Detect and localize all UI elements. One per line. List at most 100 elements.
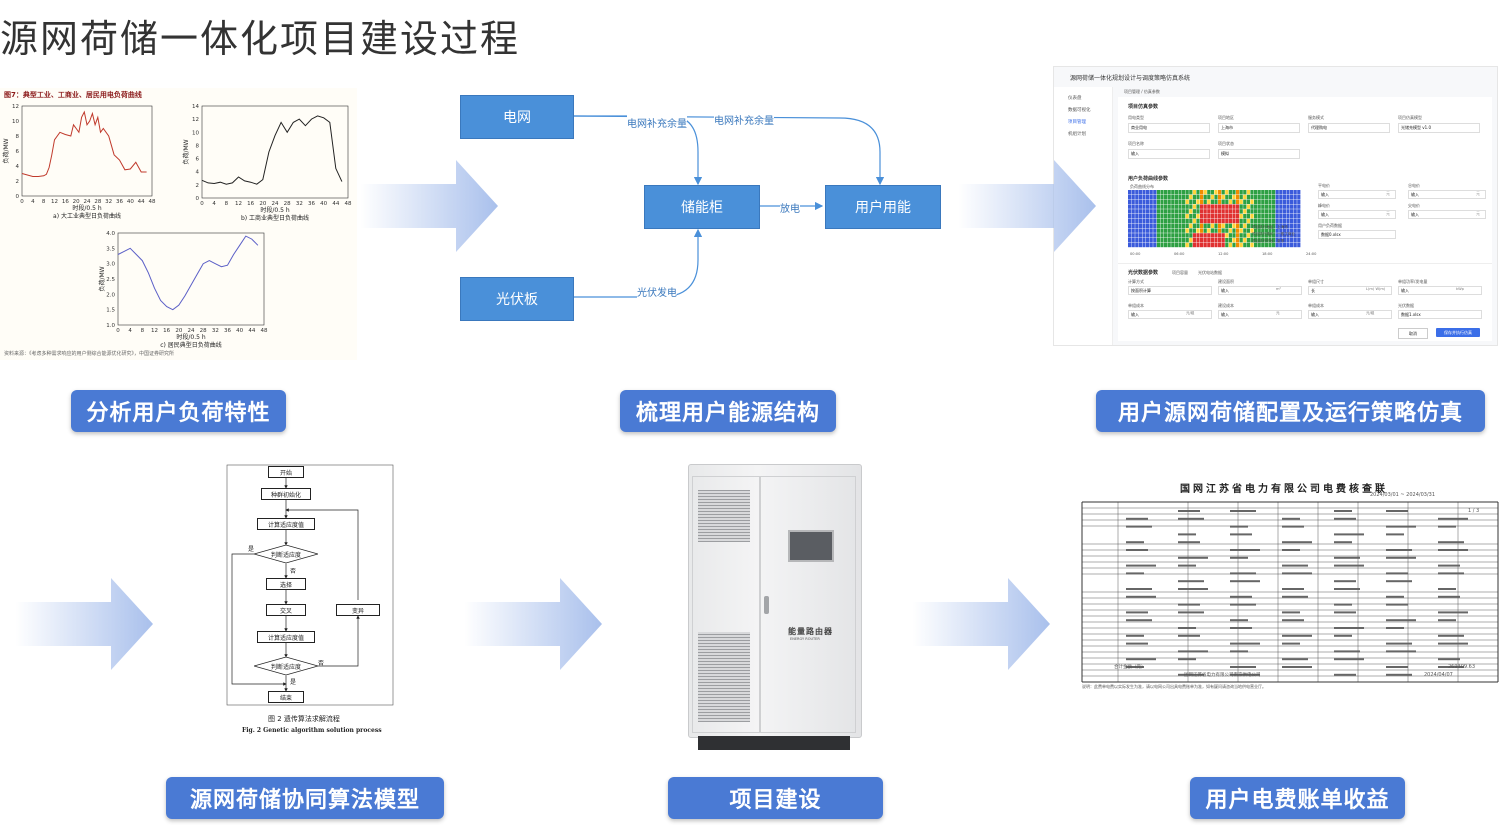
sim-side-input[interactable]: 数据0.xlsx <box>1318 230 1396 239</box>
heatmap-cell <box>1214 204 1218 209</box>
bill-value-mark <box>1386 673 1412 676</box>
heatmap-cell <box>1142 190 1146 195</box>
sim-cancel-button[interactable]: 取消 <box>1398 328 1428 339</box>
heatmap-cell <box>1218 214 1222 219</box>
sim-field-input[interactable]: 商业用电 <box>1128 123 1210 133</box>
sim-field-input[interactable]: 代理购电 <box>1308 123 1390 133</box>
x-tick-label: 12 <box>51 199 58 205</box>
heatmap-cell <box>1261 214 1265 219</box>
sim-pv-input[interactable]: 输入 <box>1218 310 1302 319</box>
bill-value-mark <box>1282 619 1304 622</box>
sim-pv-input[interactable]: 数据1.xlsx <box>1398 310 1482 319</box>
heatmap-cell <box>1275 194 1279 200</box>
step-label-energy-structure: 梳理用户能源结构 <box>620 390 836 432</box>
edge-grid-user-label: 电网补充余量 <box>714 112 774 127</box>
step-label-construction: 项目建设 <box>668 777 883 819</box>
heatmap-cell <box>1178 233 1182 238</box>
sim-pv-input[interactable]: 按面积计算 <box>1128 286 1212 295</box>
cabinet-brand-en: ENERGY ROUTER <box>790 637 820 641</box>
pv-tab[interactable]: 光伏电站数据 <box>1198 270 1222 275</box>
sim-pv-input[interactable]: 输入 <box>1128 310 1212 319</box>
bill-value-mark <box>1126 666 1144 668</box>
sim-side-input[interactable]: 输入 <box>1408 190 1486 199</box>
bill-value-mark <box>1230 595 1252 598</box>
heatmap-cell <box>1156 190 1160 195</box>
sim-breadcrumb: 项目管理 / 仿真参数 <box>1124 89 1160 94</box>
pv-tab[interactable]: 项目容量 <box>1172 270 1188 275</box>
sim-pv-input[interactable]: 输入 <box>1218 286 1302 295</box>
sim-nav-item[interactable]: 项目管理 <box>1068 120 1086 125</box>
sim-field-input[interactable]: 模拟 <box>1218 149 1300 159</box>
sim-pv-input[interactable]: 长 <box>1308 286 1392 295</box>
heatmap-cell <box>1171 218 1175 224</box>
heatmap-cell <box>1174 204 1178 209</box>
sim-pv-input[interactable]: 输入 <box>1398 286 1482 295</box>
heatmap-cell <box>1171 228 1175 233</box>
sim-side-input[interactable]: 输入 <box>1318 210 1396 219</box>
heatmap-cell <box>1131 242 1135 248</box>
heatmap-cell <box>1239 223 1243 228</box>
heatmap-cell <box>1128 190 1132 195</box>
sim-nav-item[interactable]: 数据可视化 <box>1068 108 1091 113</box>
heatmap-cell <box>1250 218 1254 224</box>
heatmap-cell <box>1214 214 1218 219</box>
heatmap-cell <box>1225 199 1229 204</box>
heatmap-cell <box>1142 242 1146 248</box>
heatmap-cell <box>1171 242 1175 248</box>
bill-value-mark <box>1282 634 1312 637</box>
x-tick-label: 32 <box>212 328 219 334</box>
heatmap-cell <box>1250 238 1254 243</box>
arrow-right-icon <box>958 160 1096 252</box>
heatmap-cell <box>1236 204 1240 209</box>
heatmap-cell <box>1279 214 1283 219</box>
bill-value-mark <box>1230 549 1260 551</box>
heatmap-cell <box>1250 228 1254 233</box>
heatmap-cell <box>1282 238 1286 243</box>
edge-pv-label: 光伏发电 <box>637 284 677 299</box>
sim-side-input[interactable]: 输入 <box>1318 190 1396 199</box>
heatmap-cell <box>1218 218 1222 224</box>
sim-field-input[interactable]: 输入 <box>1128 149 1210 159</box>
sim-section2: 用户负荷曲线参数 <box>1128 176 1169 182</box>
sim-nav-item[interactable]: 机组计划 <box>1068 132 1086 137</box>
bill-value-mark <box>1282 642 1300 645</box>
flowchart-step: 变异 <box>336 604 380 616</box>
sim-pv-unit: L(m) W(m) <box>1366 287 1386 291</box>
y-tick-label: 4.0 <box>106 231 115 237</box>
heatmap-cell <box>1257 228 1261 233</box>
sim-submit-button[interactable]: 保存并执行仿真 <box>1436 328 1480 337</box>
heatmap-cell <box>1142 233 1146 238</box>
heatmap-cell <box>1185 238 1189 243</box>
sim-pv-input[interactable]: 输入 <box>1308 310 1392 319</box>
y-tick-label: 1.0 <box>106 323 115 329</box>
heatmap-cell <box>1131 199 1135 204</box>
heatmap-cell <box>1128 218 1132 224</box>
heatmap-cell <box>1149 204 1153 209</box>
heatmap-cell <box>1257 223 1261 228</box>
heatmap-cell <box>1196 214 1200 219</box>
heatmap-cell <box>1275 223 1279 228</box>
bill-value-mark <box>1334 517 1356 520</box>
sim-pv-unit: m² <box>1276 287 1281 291</box>
sim-nav-item[interactable]: 仪表盘 <box>1068 96 1082 101</box>
heatmap-cell <box>1254 242 1258 248</box>
sim-field-input[interactable]: 光储充模型 v1.0 <box>1398 123 1480 133</box>
heatmap-cell <box>1261 233 1265 238</box>
simulator-panel: 源网荷储一体化规划设计与调度策略仿真系统 仪表盘 数据可视化 项目管理 机组计划… <box>1053 66 1498 346</box>
sim-field-input[interactable]: 上海市 <box>1218 123 1300 133</box>
y-tick-label: 12 <box>12 104 19 110</box>
bill-value-mark <box>1438 572 1464 575</box>
heatmap-cell <box>1174 214 1178 219</box>
heatmap-cell <box>1131 223 1135 228</box>
heatmap-cell <box>1192 218 1196 224</box>
heatmap-cell <box>1264 223 1268 228</box>
bill-value-mark <box>1126 525 1152 528</box>
bill-value-mark <box>1386 650 1416 653</box>
heatmap-cell <box>1171 204 1175 209</box>
heatmap-cell <box>1221 199 1225 204</box>
sim-side-input[interactable]: 输入 <box>1408 210 1486 219</box>
x-tick-label: 36 <box>308 201 315 207</box>
panel-caption: c) 居民典型日负荷曲线 <box>160 341 222 349</box>
heatmap-cell <box>1171 214 1175 219</box>
